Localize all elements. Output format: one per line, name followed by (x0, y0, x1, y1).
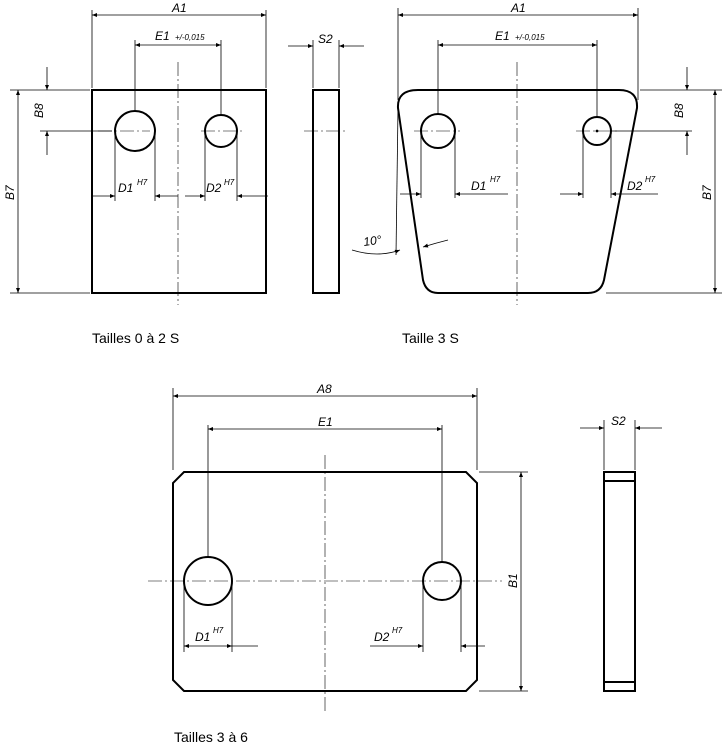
dim-label-d2: D2 (627, 179, 643, 193)
dim-label-s2: S2 (318, 32, 333, 46)
dim-label-b1: B1 (506, 573, 520, 588)
dim-label-d2-fit: H7 (392, 626, 403, 635)
dim-label-d1: D1 (118, 181, 133, 195)
caption-sizes-3-6: Tailles 3 à 6 (174, 729, 248, 745)
dim-label-b7: B7 (3, 184, 17, 200)
dim-label-d2: D2 (206, 181, 222, 195)
side-view-sizes-0-2s: S2 (288, 32, 364, 294)
hole-d2-center (595, 129, 599, 133)
dim-label-angle: 10° (362, 233, 382, 249)
dim-label-d1-fit: H7 (213, 626, 224, 635)
dim-label-d1-fit: H7 (137, 178, 148, 187)
dim-label-b8: B8 (672, 103, 686, 118)
view-sizes-3-6: A8 E1 B1 D1 H7 D2 H7 (148, 382, 528, 712)
dim-arc-angle (351, 249, 401, 255)
view-sizes-0-2s: A1 E1 +/-0,015 B7 B8 D1 H7 D2 H7 (3, 1, 268, 305)
dim-label-e1: E1 (318, 415, 333, 429)
caption-size-3s: Taille 3 S (402, 330, 459, 346)
dim-label-e1: E1 (155, 29, 170, 43)
plate-outline (172, 471, 478, 692)
view-size-3s: A1 E1 +/-0,015 B7 B8 D1 H7 D2 H7 10° (351, 1, 722, 305)
dim-label-d2: D2 (374, 630, 390, 644)
dim-label-d2-fit: H7 (645, 175, 656, 184)
dim-label-a1: A1 (510, 1, 526, 15)
side-plate-outline (312, 89, 340, 294)
tapered-plate-outline (396, 89, 639, 294)
dim-label-d2-fit: H7 (224, 178, 235, 187)
dim-label-d1: D1 (471, 179, 486, 193)
dim-label-s2: S2 (611, 414, 626, 428)
caption-sizes-0-2s: Tailles 0 à 2 S (92, 330, 179, 346)
dim-label-a8: A8 (316, 382, 332, 396)
side-view-sizes-3-6: S2 (580, 414, 662, 692)
dim-label-e1-tolerance: +/-0,015 (515, 33, 545, 42)
dim-label-b7: B7 (700, 184, 714, 200)
plate-outline (91, 89, 267, 294)
side-plate-outline (603, 471, 636, 692)
dim-label-b8: B8 (32, 103, 46, 118)
dim-label-e1-tolerance: +/-0,015 (175, 33, 205, 42)
dim-label-d1-fit: H7 (490, 175, 501, 184)
dim-label-a1: A1 (171, 1, 187, 15)
dim-label-e1: E1 (495, 29, 510, 43)
dim-label-d1: D1 (195, 630, 210, 644)
